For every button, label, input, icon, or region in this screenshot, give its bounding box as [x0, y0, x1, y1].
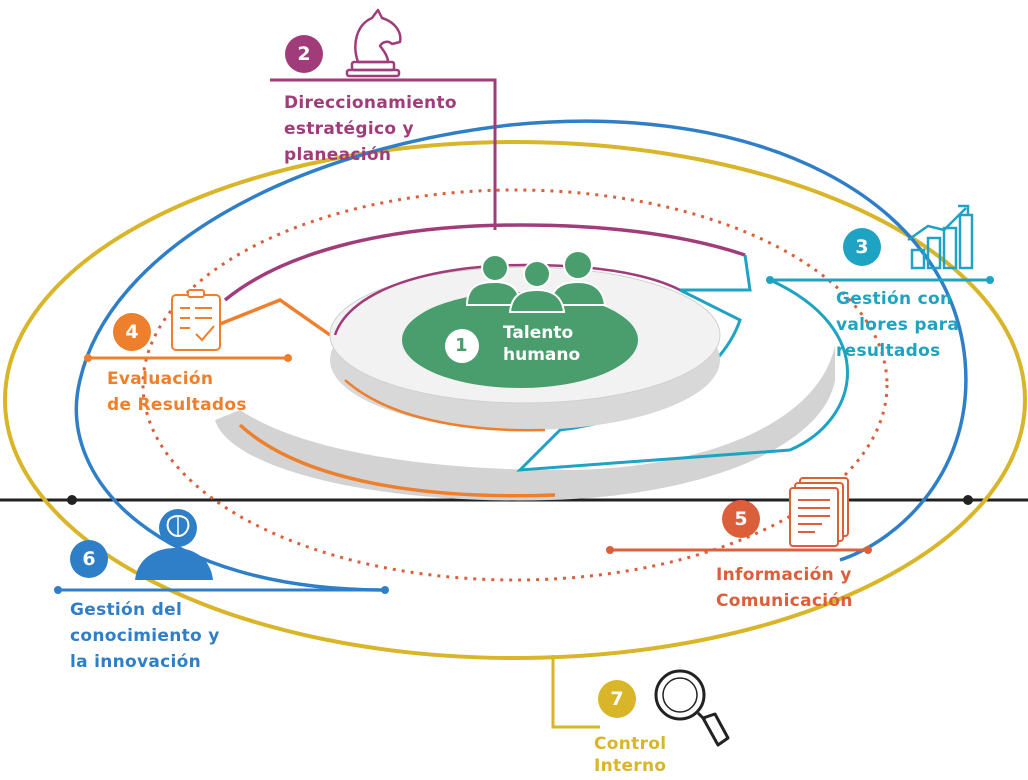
- direccionamiento-line-1: Direccionamiento: [284, 93, 457, 113]
- badge-1: 1: [455, 335, 468, 356]
- evaluacion-label: Evaluación de Resultados: [107, 366, 247, 418]
- informacion-line-2: Comunicación: [716, 591, 853, 611]
- gestion-valores-ring: [516, 254, 849, 472]
- direccionamiento-line-2: estratégico y: [284, 119, 414, 139]
- evaluacion-line-2: de Resultados: [107, 395, 247, 415]
- inner-purple-arc: [333, 263, 681, 336]
- evaluacion-line-1: Evaluación: [107, 369, 214, 389]
- gestion-valores-label: Gestión con valores para resultados: [836, 286, 959, 364]
- direccionamiento-line-3: planeación: [284, 145, 392, 165]
- evaluacion-ring: [204, 298, 556, 498]
- badge-6: 6: [70, 540, 108, 578]
- badge-5: 5: [722, 500, 760, 538]
- badge-7: 7: [598, 680, 636, 718]
- gestion-valores-line-3: resultados: [836, 341, 941, 361]
- platform-shadow: [215, 345, 835, 501]
- conocimiento-line-3: la innovación: [70, 652, 202, 672]
- leader-dot-4b: [284, 354, 292, 362]
- leader-dot-3a: [766, 276, 774, 284]
- control-interno-label: Control Interno: [594, 733, 666, 777]
- conocimiento-label: Gestión del conocimiento y la innovación: [70, 597, 220, 675]
- informacion-label: Información y Comunicación: [716, 562, 853, 614]
- leader-line-7: [551, 655, 600, 729]
- control-interno-ring: [3, 140, 1027, 660]
- talento-number-circle: [445, 329, 479, 363]
- badge-2: 2: [285, 35, 323, 73]
- axis-dot-right: [963, 495, 973, 505]
- badge-3: 3: [843, 228, 881, 266]
- talento-line-2: humano: [503, 345, 581, 365]
- leader-line-2: [270, 78, 497, 230]
- direccionamiento-ring: [223, 223, 746, 302]
- leader-dot-3b: [986, 276, 994, 284]
- control-line-2: Interno: [594, 756, 667, 776]
- axis-dot-left: [67, 495, 77, 505]
- leader-dot-6a: [54, 586, 62, 594]
- gestion-valores-line-2: valores para: [836, 315, 960, 335]
- leader-dot-5b: [864, 546, 872, 554]
- chess-knight-icon: [345, 8, 402, 78]
- inner-orange-arc: [344, 379, 546, 432]
- control-line-1: Control: [594, 734, 667, 754]
- checklist-clipboard-icon: [171, 289, 221, 351]
- talento-label: Talento humano: [503, 322, 580, 366]
- person-brain-icon: [135, 509, 213, 580]
- leader-dot-6b: [381, 586, 389, 594]
- informacion-dotted-ring: [141, 188, 889, 582]
- informacion-line-1: Información y: [716, 565, 852, 585]
- leader-dot-5a: [606, 546, 614, 554]
- leader-dot-4a: [84, 354, 92, 362]
- conocimiento-line-2: conocimiento y: [70, 626, 220, 646]
- talento-core: [402, 292, 638, 388]
- badge-4: 4: [113, 313, 151, 351]
- people-group-icon: [465, 250, 607, 313]
- magnifier-icon: [654, 669, 730, 747]
- direccionamiento-label: Direccionamiento estratégico y planeació…: [284, 90, 457, 168]
- documents-stack-icon: [789, 477, 849, 547]
- growth-chart-icon: [907, 204, 974, 270]
- conocimiento-line-1: Gestión del: [70, 600, 183, 620]
- talento-line-1: Talento: [503, 323, 574, 343]
- gestion-valores-line-1: Gestión con: [836, 289, 953, 309]
